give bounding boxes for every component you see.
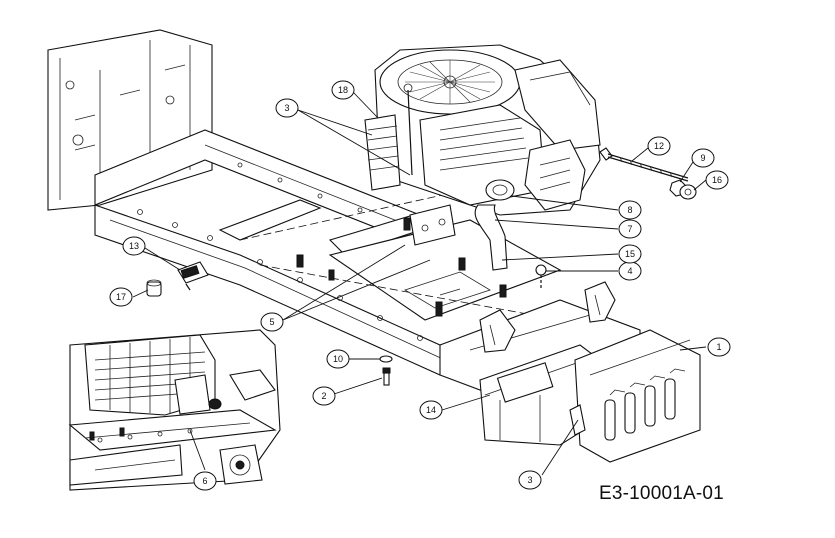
callout-3-bottom: 3 [518, 470, 542, 490]
svg-text:14: 14 [426, 405, 436, 415]
svg-text:15: 15 [625, 249, 635, 259]
svg-text:18: 18 [338, 85, 348, 95]
callout-14: 14 [419, 400, 443, 420]
engine [364, 44, 601, 246]
callout-10: 10 [326, 349, 350, 369]
leader-lines [132, 91, 707, 476]
svg-text:17: 17 [116, 292, 126, 302]
svg-text:7: 7 [627, 224, 632, 234]
callout-5: 5 [260, 312, 284, 332]
clamp-13 [177, 261, 209, 291]
washer-10 [379, 355, 393, 363]
svg-text:5: 5 [269, 317, 274, 327]
bushing-17 [146, 279, 162, 297]
svg-text:13: 13 [129, 241, 139, 251]
svg-text:3: 3 [284, 103, 289, 113]
callout-1: 1 [707, 337, 731, 357]
bolt-4 [535, 264, 547, 288]
svg-text:12: 12 [654, 141, 664, 151]
svg-text:6: 6 [202, 476, 207, 486]
svg-text:16: 16 [712, 175, 722, 185]
svg-text:10: 10 [333, 354, 343, 364]
callout-8: 8 [618, 200, 642, 220]
callout-17: 17 [109, 287, 133, 307]
svg-text:8: 8 [627, 205, 632, 215]
svg-text:2: 2 [321, 391, 326, 401]
callout-4: 4 [618, 261, 642, 281]
callout-18: 18 [331, 80, 355, 100]
drawing-code-label: E3-10001A-01 [599, 483, 724, 504]
inset-detail [68, 329, 281, 491]
svg-text:3: 3 [527, 475, 532, 485]
callout-15: 15 [618, 244, 642, 264]
svg-text:1: 1 [716, 342, 721, 352]
exhaust-pipe [474, 204, 508, 271]
mounting-bolts [296, 217, 507, 317]
callout-16: 16 [705, 170, 729, 190]
spacer-16 [679, 184, 697, 200]
callout-12: 12 [647, 136, 671, 156]
callout-9: 9 [691, 148, 715, 168]
muffler-14 [479, 344, 601, 446]
frame-chassis [47, 29, 641, 406]
long-bolt-12 [599, 147, 689, 182]
callout-6: 6 [193, 471, 217, 491]
callout-3-top: 3 [275, 98, 299, 118]
bolt-2 [382, 367, 391, 386]
svg-text:4: 4 [627, 266, 632, 276]
svg-text:9: 9 [700, 153, 705, 163]
callout-2: 2 [312, 386, 336, 406]
heat-shield-1 [574, 329, 701, 463]
callout-13: 13 [122, 236, 146, 256]
callout-7: 7 [618, 219, 642, 239]
